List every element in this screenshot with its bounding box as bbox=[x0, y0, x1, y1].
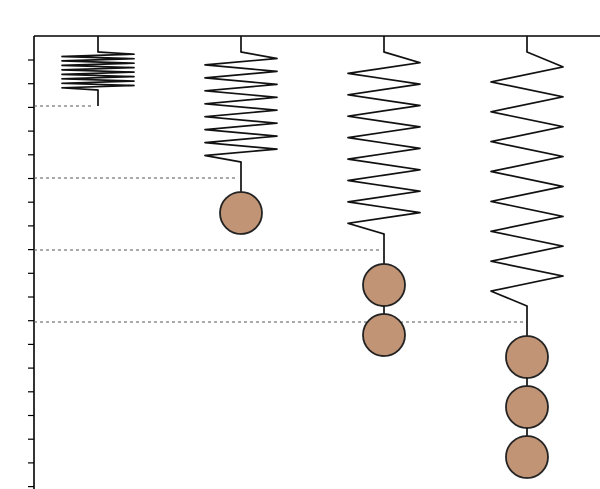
mass-weight bbox=[505, 385, 549, 429]
mass-weight bbox=[505, 335, 549, 379]
spring-coil bbox=[61, 51, 135, 91]
springs-group bbox=[61, 36, 564, 479]
spring-0-masses bbox=[61, 36, 135, 106]
spring-coil bbox=[490, 51, 564, 307]
mass-weight bbox=[505, 435, 549, 479]
ruler-ticks bbox=[28, 59, 34, 488]
spring-coil bbox=[347, 51, 421, 235]
spring-1-mass bbox=[204, 36, 278, 235]
mass-weight bbox=[362, 263, 406, 307]
mass-weight bbox=[362, 313, 406, 357]
extension-guide-lines bbox=[34, 105, 523, 323]
spring-coil bbox=[204, 51, 278, 163]
spring-2-masses bbox=[347, 36, 421, 357]
mass-weight bbox=[219, 191, 263, 235]
spring-3-masses bbox=[490, 36, 564, 479]
